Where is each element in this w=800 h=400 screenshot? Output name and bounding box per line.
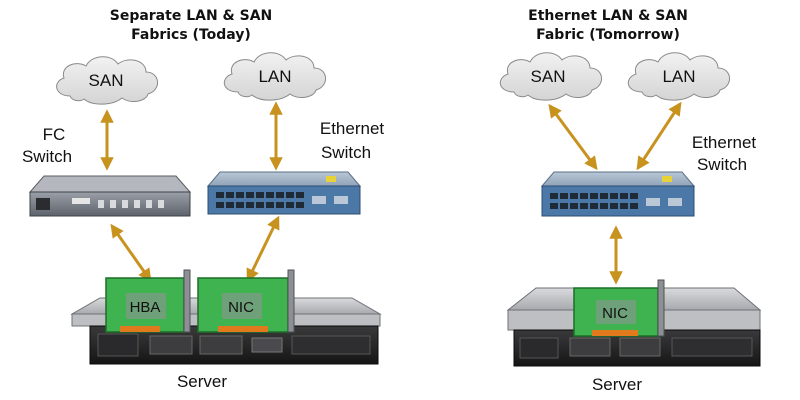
hba-label: HBA [130, 299, 161, 316]
hba-card: HBA [105, 269, 191, 333]
fc-switch-label-line1: FC [43, 125, 66, 144]
left-arrow-fc-hba [110, 223, 152, 283]
right-nic-card: NIC [573, 279, 665, 337]
right-lan-label: LAN [662, 67, 695, 86]
right-title-line2: Fabric (Tomorrow) [536, 27, 680, 43]
left-title-line2: Fabrics (Today) [131, 27, 251, 43]
left-title-line1: Separate LAN & SAN [110, 8, 273, 24]
right-ethernet-switch-device [540, 171, 696, 217]
left-san-label: SAN [89, 71, 124, 90]
left-ethernet-switch-device [206, 171, 362, 215]
right-title-line1: Ethernet LAN & SAN [528, 8, 688, 24]
fc-switch-label-line2: Switch [22, 147, 72, 166]
right-nic-label: NIC [602, 305, 628, 322]
right-arrow-san-eth [548, 103, 598, 171]
right-ethernet-switch-label-line1: Ethernet [692, 133, 757, 152]
left-san-cloud: SAN [56, 56, 158, 105]
left-lan-cloud: LAN [223, 52, 326, 101]
right-ethernet-switch-label-line2: Switch [697, 155, 747, 174]
right-lan-cloud: LAN [627, 52, 730, 101]
left-arrow-eth-nic [246, 215, 280, 283]
fc-switch-device [28, 175, 192, 217]
left-nic-label: NIC [228, 299, 254, 316]
right-san-cloud: SAN [499, 52, 602, 101]
right-san-label: SAN [531, 67, 566, 86]
left-server-label: Server [177, 372, 227, 391]
left-nic-card: NIC [197, 269, 295, 333]
left-lan-label: LAN [258, 67, 291, 86]
left-ethernet-switch-label-line1: Ethernet [320, 119, 385, 138]
right-arrow-lan-eth [636, 101, 682, 171]
right-server-label: Server [592, 375, 642, 394]
left-ethernet-switch-label-line2: Switch [321, 143, 371, 162]
